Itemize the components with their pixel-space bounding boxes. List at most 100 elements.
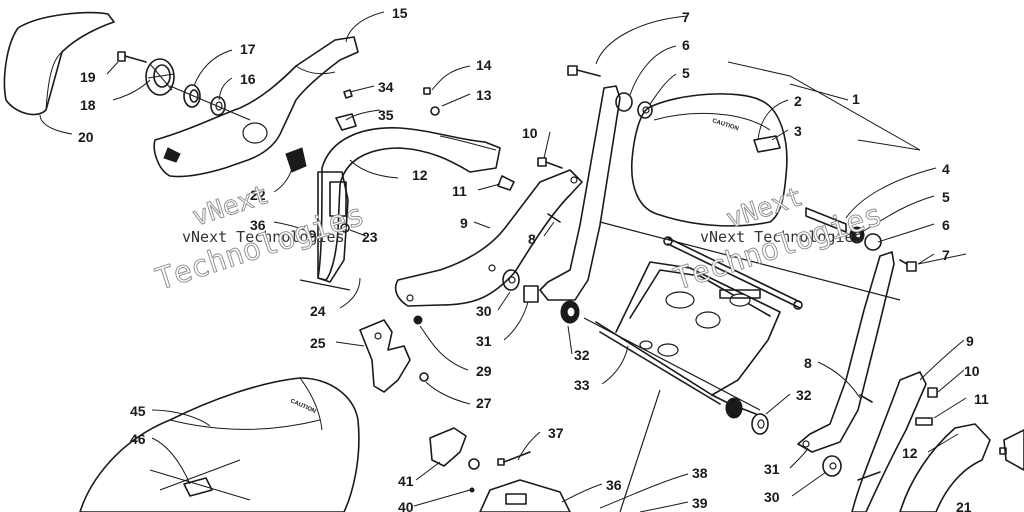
part-17-washer xyxy=(183,84,201,108)
part-45-seat: CAUTION xyxy=(79,377,360,512)
callout-20: 20 xyxy=(78,129,94,145)
part-24-bracket xyxy=(317,171,349,283)
part-4-pin xyxy=(805,207,847,233)
part-1-bracket-line xyxy=(727,61,921,151)
part-13-washer xyxy=(430,106,440,116)
callout-41: 41 xyxy=(398,473,414,489)
callout-16: 16 xyxy=(240,71,256,87)
callout-46: 46 xyxy=(130,431,146,447)
callout-7-left: 7 xyxy=(682,9,690,25)
part-9-upright-right xyxy=(797,251,895,453)
callout-22: 22 xyxy=(250,187,266,203)
part-34-clip xyxy=(335,113,357,131)
part-31-washer-right xyxy=(725,397,769,435)
callout-29-right: 30 xyxy=(764,489,780,505)
part-35-screw xyxy=(308,230,316,238)
callout-27: 27 xyxy=(476,395,492,411)
callout-6-left: 6 xyxy=(682,37,690,53)
part-46-emblem xyxy=(149,459,251,501)
callout-19: 19 xyxy=(80,69,96,85)
callout-45: 45 xyxy=(130,403,146,419)
callout-17: 17 xyxy=(240,41,256,57)
watermark-left-primary: vNext Technologies xyxy=(182,228,345,246)
part-40-hardware xyxy=(468,451,531,493)
part-11-pin-right xyxy=(915,417,933,426)
part-11-pin xyxy=(497,175,515,191)
part-15-side-bracket xyxy=(153,36,359,178)
part-6-spacer-left xyxy=(615,92,633,112)
part-23-washer xyxy=(340,223,350,233)
callout-9: 9 xyxy=(460,215,468,231)
part-31-washer-left xyxy=(560,300,580,324)
callout-36: 36 xyxy=(606,477,622,493)
part-32-backrest-frame xyxy=(595,236,803,415)
part-22-bushing xyxy=(285,147,307,173)
part-8-screw-left xyxy=(547,213,561,223)
callout-15: 15 xyxy=(392,5,408,21)
part-8-screw-right xyxy=(859,394,873,403)
callout-31-right: 32 xyxy=(796,387,812,403)
part-6-spacer-right xyxy=(864,233,882,251)
part-19-screw xyxy=(117,51,147,63)
part-30-spacer-left xyxy=(523,285,539,303)
part-20-tail-cap xyxy=(3,11,115,116)
part-25-bracket xyxy=(359,319,411,393)
seat-decal-caution: CAUTION xyxy=(289,398,316,415)
callout-2: 2 xyxy=(794,93,802,109)
callout-5-left: 5 xyxy=(682,65,690,81)
part-29-washer-right xyxy=(822,455,842,477)
callout-6-right: 6 xyxy=(942,217,950,233)
part-28-nut xyxy=(413,315,423,325)
part-27-screw xyxy=(419,372,429,382)
decal-caution: CAUTION xyxy=(711,118,739,132)
part-9-bracket-left xyxy=(394,169,583,307)
callout-10-right: 10 xyxy=(964,363,980,379)
callout-11: 11 xyxy=(452,183,467,199)
callout-39: 39 xyxy=(692,495,708,511)
part-41-latch xyxy=(429,427,467,467)
callout-40: 40 xyxy=(398,499,414,512)
part-7-bolt-left xyxy=(567,65,601,77)
callout-11-right: 11 xyxy=(974,391,989,407)
callout-24: 24 xyxy=(310,303,326,319)
part-33-nut xyxy=(343,89,353,99)
callout-14: 14 xyxy=(476,57,492,73)
leader-lines xyxy=(39,11,967,512)
callout-13: 13 xyxy=(476,87,492,103)
callout-12-right: 12 xyxy=(902,445,918,461)
part-10-bolt-right xyxy=(927,387,938,398)
part-9-upright-left xyxy=(539,85,621,301)
callout-38: 38 xyxy=(692,465,708,481)
part-9-bracket-right xyxy=(851,371,927,512)
watermark-left: vNext Technologies Technologies vNext xyxy=(151,179,369,298)
callout-33: 34 xyxy=(378,79,394,95)
callout-30-right: 31 xyxy=(764,461,780,477)
part-29-washer-left xyxy=(502,269,520,291)
callout-18: 18 xyxy=(80,97,96,113)
part-10-bolt-left xyxy=(537,157,563,169)
callout-34: 35 xyxy=(378,107,394,123)
callout-30-left: 31 xyxy=(476,333,492,349)
callout-32: 33 xyxy=(574,377,590,393)
callout-28: 29 xyxy=(476,363,492,379)
callout-35: 36 xyxy=(250,217,266,233)
callout-8: 8 xyxy=(528,231,536,247)
callout-7-right: 7 xyxy=(942,247,950,263)
callout-3: 3 xyxy=(794,123,802,139)
callout-37: 37 xyxy=(548,425,564,441)
callout-labels: 15 17 16 19 18 20 14 13 34 35 12 10 11 9… xyxy=(78,5,989,512)
callout-31-left: 32 xyxy=(574,347,590,363)
callout-10: 10 xyxy=(522,125,538,141)
part-7-bolt-right xyxy=(899,259,917,272)
part-12-rear-rail-right xyxy=(899,423,1024,512)
callout-23: 23 xyxy=(362,229,378,245)
callout-21: 21 xyxy=(956,499,972,512)
part-14-screw xyxy=(423,87,431,95)
part-18-knob xyxy=(145,58,175,96)
part-3-label xyxy=(753,135,781,153)
callout-5-right: 5 xyxy=(942,189,950,205)
callout-25: 25 xyxy=(310,335,326,351)
watermark-right-primary: vNext Technologies xyxy=(700,228,863,246)
